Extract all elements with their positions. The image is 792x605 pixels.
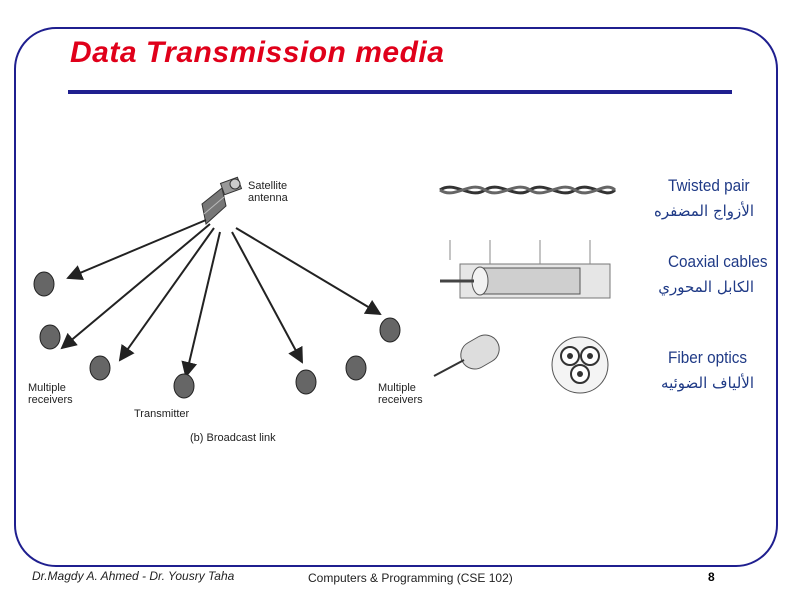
footer-course: Computers & Programming (CSE 102) <box>308 571 513 585</box>
cable-illustrations <box>420 160 620 415</box>
multiple-receivers-left-label: Multiple receivers <box>28 382 73 406</box>
slide-title: Data Transmission media <box>70 36 445 69</box>
footer-authors: Dr.Magdy A. Ahmed - Dr. Yousry Taha <box>32 569 235 583</box>
multiple-receivers-right-label: Multiple receivers <box>378 382 423 406</box>
media-arabic-twisted-pair: الأزواج المضفره <box>654 202 754 220</box>
media-label-coaxial: Coaxial cables <box>668 252 768 271</box>
title-underline <box>68 90 732 94</box>
broadcast-link-figure: Satellite antenna Multiple receivers Mul… <box>26 162 428 452</box>
page-number: 8 <box>708 570 715 584</box>
broadcast-arrows <box>60 219 382 378</box>
satellite-icon <box>201 176 243 225</box>
satellite-antenna-label: Satellite antenna <box>248 180 288 204</box>
twisted-pair-icon <box>439 185 617 195</box>
coaxial-cable-icon <box>440 240 611 299</box>
media-label-twisted-pair: Twisted pair <box>668 176 750 195</box>
transmitter-label: Transmitter <box>134 408 190 420</box>
dish-antenna-icons <box>33 271 401 399</box>
broadcast-link-caption: (b) Broadcast link <box>190 432 276 444</box>
fiber-optic-icon <box>433 334 609 394</box>
broadcast-diagram <box>33 176 401 399</box>
media-label-fiber: Fiber optics <box>668 348 748 367</box>
media-arabic-coaxial: الكابل المحوري <box>658 278 754 296</box>
media-arabic-fiber: الألياف الضوئيه <box>661 374 754 392</box>
